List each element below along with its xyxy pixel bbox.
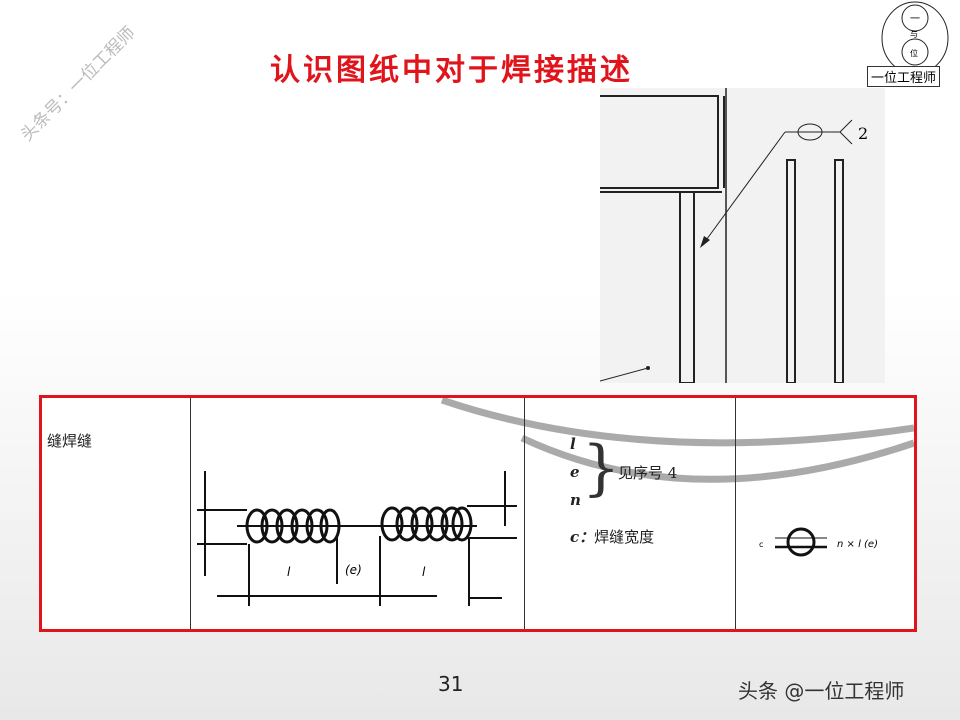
svg-text:一: 一 <box>910 14 920 25</box>
svg-text:与: 与 <box>910 30 918 39</box>
weld-table: 缝焊缝 l (e) l l e n } 见序号 4 c：焊缝宽度 c n × l… <box>39 395 917 632</box>
var-e: e <box>570 463 580 481</box>
label-l-left: l <box>287 565 291 579</box>
page-number: 31 <box>438 672 464 696</box>
var-n: n <box>570 491 581 509</box>
c-label: c： <box>570 528 595 546</box>
weld-type-name: 缝焊缝 <box>47 432 93 450</box>
label-l-right: l <box>422 565 426 579</box>
seam-weld-diagram: l (e) l <box>197 471 517 606</box>
label-e: (e) <box>345 563 362 577</box>
footer-watermark: 头条 @一位工程师 <box>738 679 905 703</box>
callout-number: 2 <box>858 124 868 143</box>
slide-title: 认识图纸中对于焊接描述 <box>270 53 633 88</box>
symbol-left: c <box>759 540 763 549</box>
weld-drawing: 2 <box>600 88 885 383</box>
var-l: l <box>570 435 576 453</box>
watermark: 头条号：一位工程师 <box>17 23 140 146</box>
background-arcs <box>440 398 914 483</box>
variable-list: l e n <box>570 430 581 514</box>
weld-symbol: c n × l (e) <box>759 527 878 557</box>
brace: } <box>582 433 621 503</box>
logo: 一与位 <box>881 1 949 75</box>
svg-text:位: 位 <box>910 48 918 58</box>
c-description: 焊缝宽度 <box>594 528 655 546</box>
reference-text: 见序号 4 <box>618 464 678 482</box>
logo-text: 一位工程师 <box>867 66 941 87</box>
symbol-right: n × l (e) <box>837 539 878 550</box>
